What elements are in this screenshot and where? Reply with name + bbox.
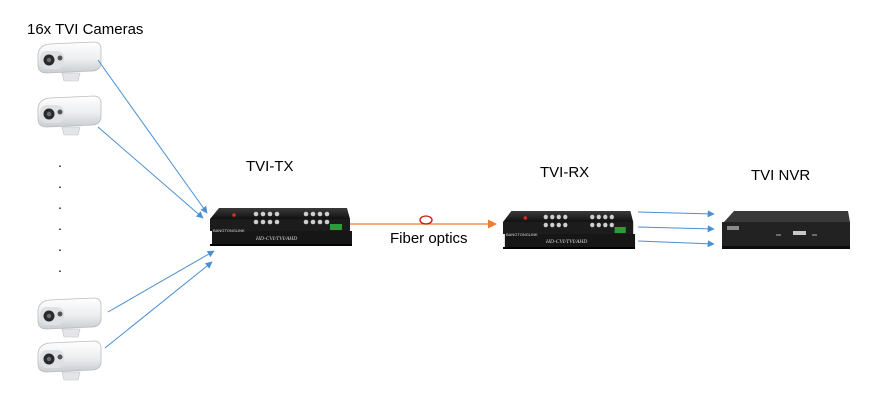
rx-brand: BANGTONGLINK <box>506 232 538 237</box>
ellipsis-dot: . <box>58 238 62 254</box>
ellipsis-dot: . <box>58 196 62 212</box>
transmitter-icon: BANGTONGLINK HD-CVI/TVI/AHD <box>210 208 352 246</box>
nvr-icon <box>722 211 850 249</box>
camera-links <box>97 59 215 349</box>
fiber-label: Fiber optics <box>390 230 468 247</box>
rx-label: TVI-RX <box>540 164 590 181</box>
ellipsis-dot: . <box>58 175 62 191</box>
camera-icon <box>37 41 102 82</box>
cameras-label: 16x TVI Cameras <box>27 21 144 38</box>
camera-icon <box>37 340 102 381</box>
receiver-icon: BANGTONGLINK HD-CVI/TVI/AHD <box>503 211 636 249</box>
nvr-label: TVI NVR <box>751 167 811 184</box>
rx-model: HD-CVI/TVI/AHD <box>545 239 587 245</box>
ellipsis-dot: . <box>58 259 62 275</box>
tx-brand: BANGTONGLINK <box>213 228 245 233</box>
ellipsis-dot: . <box>58 217 62 233</box>
camera-icon <box>37 297 102 338</box>
nvr-links <box>637 210 715 248</box>
ellipsis-dot: . <box>58 154 62 170</box>
tx-model: HD-CVI/TVI/AHD <box>255 236 297 242</box>
camera-icon <box>37 95 102 136</box>
camera-ellipsis: ...... <box>58 152 66 278</box>
fiber-marker <box>419 215 433 225</box>
tx-label: TVI-TX <box>246 158 294 175</box>
